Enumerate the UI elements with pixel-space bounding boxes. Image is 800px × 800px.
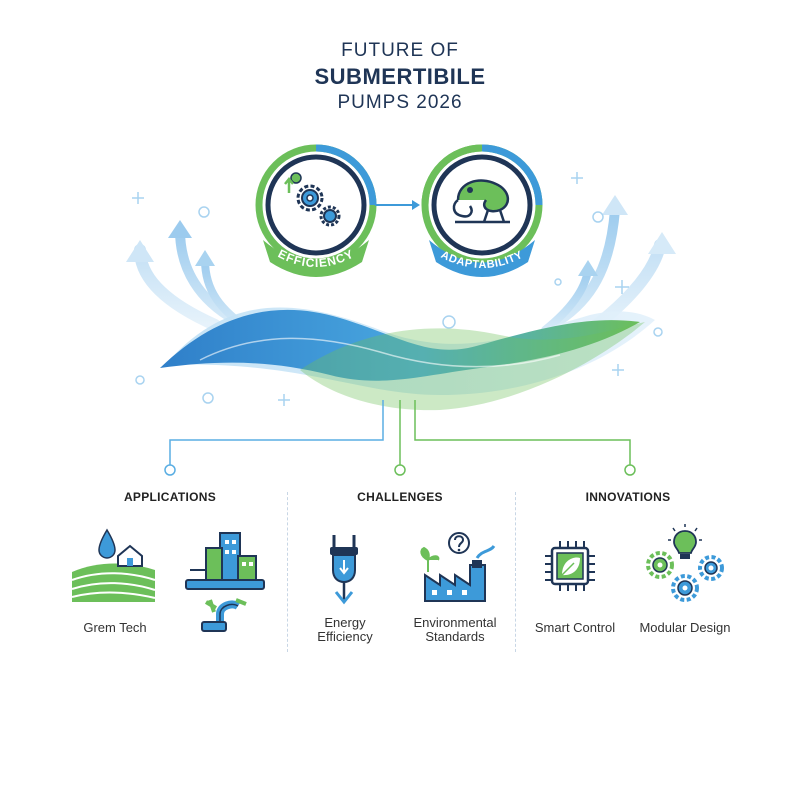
adaptability-badge: ADAPTABILITY xyxy=(421,144,543,277)
title-line-1: FUTURE OF xyxy=(341,40,459,61)
connector-node xyxy=(624,464,636,476)
arrow-head-icon xyxy=(602,195,628,215)
chameleon-icon xyxy=(452,179,510,224)
farm-field-icon xyxy=(71,528,156,602)
rising-arrows-right xyxy=(541,205,666,336)
section-title-applications: APPLICATIONS xyxy=(123,490,217,504)
gears-bulb-icon xyxy=(646,524,724,602)
item-label-environmental-standards: Environmental Standards xyxy=(400,616,510,644)
rising-arrows-left xyxy=(134,225,254,334)
connector-node xyxy=(394,464,406,476)
arrow-head-icon xyxy=(168,220,192,238)
gears-icon xyxy=(284,172,341,227)
section-divider xyxy=(287,492,288,652)
arrow-right-icon xyxy=(375,200,420,210)
section-title-challenges: CHALLENGES xyxy=(357,490,443,504)
city-pipes-icon xyxy=(185,532,265,632)
section-divider xyxy=(515,492,516,652)
page-title: FUTURE OF SUBMERTIBILE PUMPS 2026 xyxy=(0,40,800,114)
item-label-line: Environmental xyxy=(413,615,497,630)
item-label-smart-control: Smart Control xyxy=(534,620,616,635)
plug-icon xyxy=(330,535,358,605)
title-line-2: SUBMERTIBILE xyxy=(314,64,486,89)
item-label-line: Energy xyxy=(324,615,366,630)
item-label-line: Standards xyxy=(425,629,485,644)
factory-icon xyxy=(420,532,496,602)
chip-leaf-icon xyxy=(545,541,595,591)
item-label-line: Efficiency xyxy=(317,629,373,644)
sparkles xyxy=(132,172,629,406)
connector-node xyxy=(164,464,176,476)
item-label-energy-efficiency: Energy Efficiency xyxy=(295,616,395,644)
item-label-modular-design: Modular Design xyxy=(639,620,731,635)
item-label-grem-tech: Grem Tech xyxy=(83,620,147,635)
arrow-head-icon xyxy=(126,240,154,262)
arrow-head-icon xyxy=(195,250,215,266)
arrow-head-icon xyxy=(578,260,598,276)
arrow-head-icon xyxy=(648,232,676,254)
section-title-innovations: INNOVATIONS xyxy=(585,490,671,504)
title-line-3: PUMPS 2026 xyxy=(337,92,463,113)
water-wave xyxy=(160,307,655,411)
connector-lines xyxy=(169,400,631,466)
efficiency-badge: EFFICIENCY xyxy=(255,144,377,277)
